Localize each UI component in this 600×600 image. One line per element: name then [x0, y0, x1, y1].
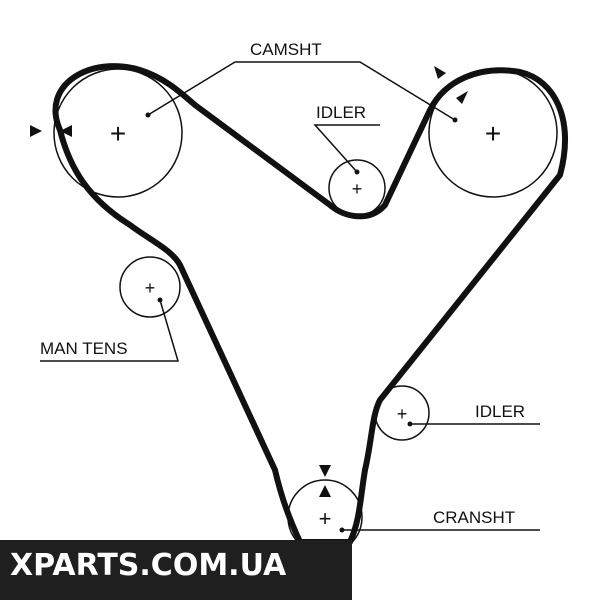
idler-right-center-mark: + [397, 404, 408, 424]
camshaft-leader-dot-right [452, 117, 458, 123]
label-idler-right: IDLER [475, 402, 525, 421]
label-man-tens: MAN TENS [40, 339, 128, 358]
crankshaft-center-mark: + [319, 506, 332, 531]
manual-tensioner-pulley [119, 256, 181, 318]
idler-right-leader-dot [407, 421, 413, 427]
camshaft-leader-dot-left [145, 112, 151, 118]
idler-top-center-mark: + [352, 179, 363, 199]
camshaft-pulley-right [428, 68, 558, 198]
man-tens-leader-line [40, 299, 180, 362]
man-tens-leader-dot [157, 297, 163, 303]
timing-mark-crank-arrow-1 [319, 465, 331, 477]
timing-mark-right-arrow-2 [456, 91, 468, 104]
timing-mark-crank-arrow-2 [319, 485, 331, 497]
watermark-band [0, 540, 352, 600]
timing-mark-left-arrow-2 [60, 125, 72, 137]
idler-top-leader-line [313, 124, 380, 173]
timing-mark-left-arrow-1 [30, 125, 42, 137]
label-idler-top: IDLER [316, 103, 366, 122]
idler-pulley-right [374, 385, 430, 441]
camshaft-leader-line [147, 61, 456, 121]
camshaft-pulley-left [53, 68, 183, 198]
label-cranshaft: CRANSHT [433, 508, 515, 527]
camshaft-right-center-mark: + [485, 118, 501, 149]
watermark-text: XPARTS.COM.UA [10, 548, 287, 583]
timing-mark-right-arrow-1 [434, 66, 446, 79]
man-tens-center-mark: + [145, 278, 156, 298]
camshaft-left-center-mark: + [110, 118, 126, 149]
idler-top-leader-dot [354, 169, 360, 175]
label-camshaft: CAMSHT [250, 40, 322, 59]
cranshaft-leader-dot [339, 527, 345, 533]
timing-belt [52, 63, 568, 545]
idler-pulley-top [328, 159, 386, 217]
